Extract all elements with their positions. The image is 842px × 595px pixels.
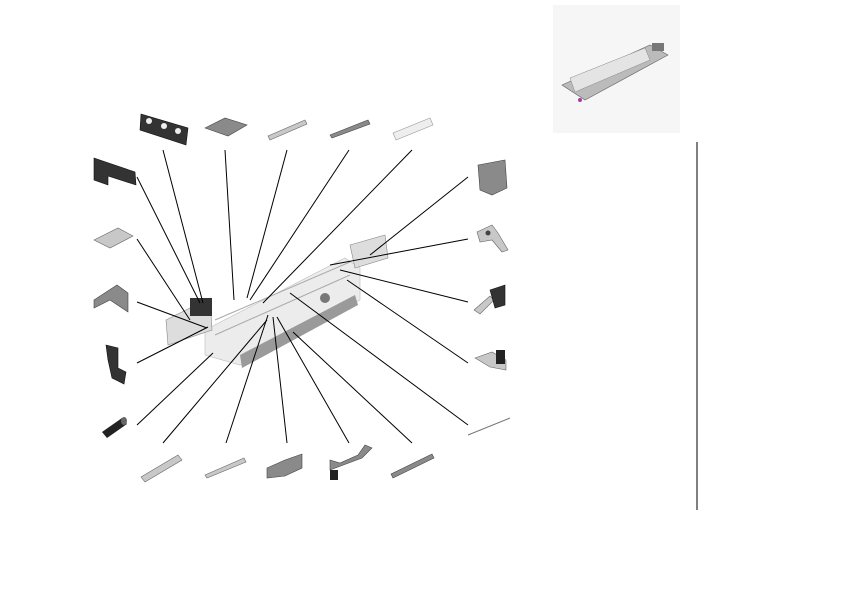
part-thin-pin bbox=[467, 417, 511, 436]
part-angle-bracket bbox=[93, 284, 129, 313]
part-small-rod bbox=[204, 457, 247, 479]
part-cam-lever bbox=[476, 224, 509, 253]
assembly-thumbnail bbox=[553, 5, 680, 133]
part-guide-rail bbox=[140, 454, 183, 483]
part-bracket-plate-holes bbox=[139, 113, 189, 146]
part-rod-bracket bbox=[267, 119, 308, 141]
part-square-plate bbox=[204, 117, 248, 137]
leader-lines bbox=[136, 149, 469, 444]
part-corner-bracket bbox=[474, 350, 507, 371]
part-roller-icon bbox=[102, 417, 127, 438]
part-label-strip bbox=[392, 117, 434, 141]
part-motor-gear bbox=[473, 284, 506, 315]
part-u-bracket bbox=[266, 453, 303, 479]
part-cover-plate bbox=[93, 227, 134, 249]
part-side-bracket bbox=[105, 344, 127, 385]
part-long-strip bbox=[390, 453, 435, 479]
part-clip-bracket bbox=[329, 444, 373, 480]
part-left-frame-plate bbox=[93, 157, 137, 186]
part-top-bracket bbox=[477, 159, 508, 196]
part-flat-strip bbox=[329, 119, 371, 139]
